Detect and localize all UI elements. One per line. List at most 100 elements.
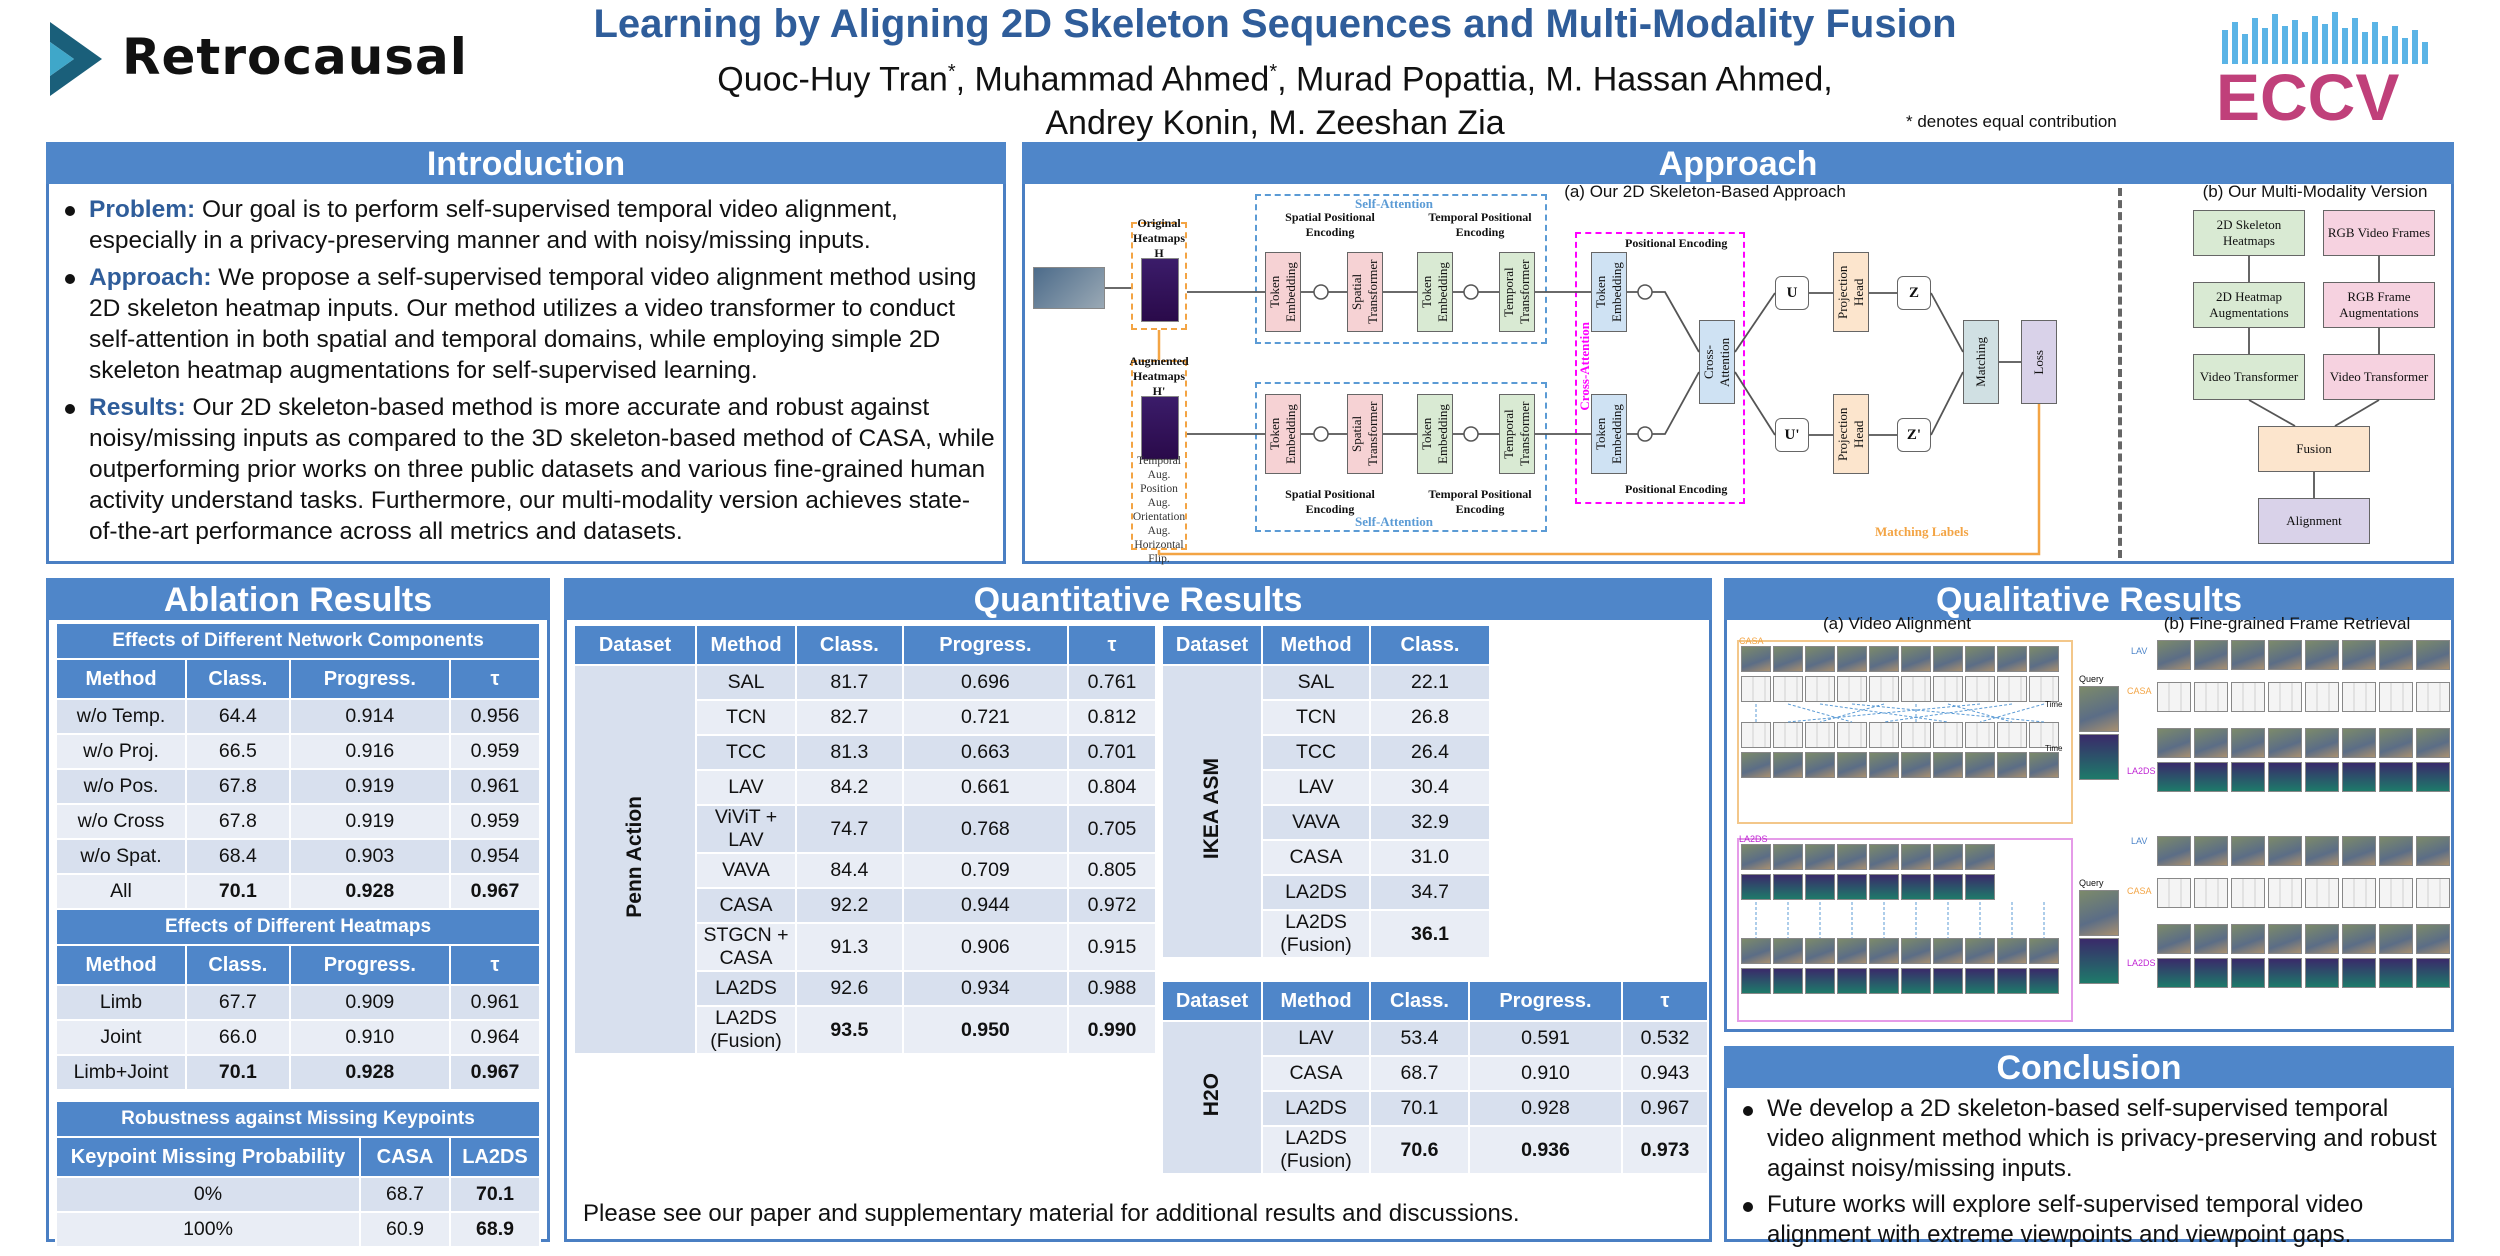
table-cell: LAV	[1261, 769, 1371, 806]
frame-thumbnail	[1869, 752, 1899, 778]
frame-thumbnail	[2416, 924, 2450, 954]
z-node: Z	[1897, 276, 1931, 310]
approach-connectors	[1105, 284, 2041, 556]
frame-thumbnail	[2268, 640, 2302, 670]
spatial-pe-label-bottom: Spatial Positional Encoding	[1285, 487, 1375, 516]
quantitative-panel: Quantitative Results Dataset Method Clas…	[564, 578, 1712, 1242]
frame-thumbnail	[2231, 640, 2265, 670]
table-cell: TCC	[1261, 734, 1371, 771]
col-method: Method	[1261, 980, 1371, 1022]
ablation-t3-title: Robustness against Missing Keypoints	[55, 1100, 541, 1138]
introduction-panel: Introduction Problem: Our goal is to per…	[46, 142, 1006, 564]
frame-thumbnail	[1965, 676, 1995, 702]
frame-thumbnail	[2379, 878, 2413, 908]
frame-thumbnail	[2342, 958, 2376, 988]
table-cell: 0.944	[901, 887, 1070, 924]
qual-label-la2ds-2: LA2DS	[2127, 958, 2156, 968]
token-embedding-3: Token Embedding	[1265, 394, 1301, 474]
table-cell: LA2DS (Fusion)	[1261, 909, 1371, 959]
frame-thumbnail	[2379, 682, 2413, 712]
self-attention-label-bottom: Self-Attention	[1355, 514, 1433, 529]
col-dataset: Dataset	[1161, 980, 1263, 1022]
temporal-pe-label-top: Temporal Positional Encoding	[1428, 210, 1532, 239]
table-cell: LAV	[1261, 1020, 1371, 1057]
table-cell: 0.903	[288, 838, 452, 875]
frame-thumbnail	[1933, 968, 1963, 994]
frame-thumbnail	[2416, 682, 2450, 712]
input-video-stack	[1033, 267, 1105, 309]
highlight-frame	[1737, 640, 2073, 824]
frame-thumbnail	[1965, 968, 1995, 994]
table-cell: 0.919	[288, 768, 452, 805]
frame-thumbnail	[1901, 752, 1931, 778]
token-embedding-1: Token Embedding	[1265, 252, 1301, 332]
ablation-table-heatmaps: Effects of Different Heatmaps Method Cla…	[55, 908, 541, 1091]
table-cell: 66.0	[185, 1019, 291, 1056]
frame-thumbnail	[2379, 836, 2413, 866]
table-cell: w/o Proj.	[55, 733, 187, 770]
frame-thumbnail	[2029, 968, 2059, 994]
table-cell: 0.919	[288, 803, 452, 840]
retrocausal-logo-icon	[50, 22, 102, 96]
self-attention-box-top	[1255, 194, 1547, 344]
matching-labels: Matching Labels	[1875, 524, 1969, 539]
table-cell: w/o Temp.	[55, 698, 187, 735]
col-tau: τ	[449, 658, 541, 700]
frame-thumbnail	[2231, 958, 2265, 988]
equal-contribution-note: * denotes equal contribution	[1906, 112, 2117, 131]
qual-label-la2ds: LA2DS	[1739, 834, 1768, 844]
frame-thumbnail	[2157, 640, 2191, 670]
table-cell: w/o Pos.	[55, 768, 187, 805]
frame-thumbnail	[2305, 682, 2339, 712]
qual-caption-b: (b) Fine-grained Frame Retrieval	[2163, 614, 2411, 633]
frame-thumbnail	[1933, 874, 1963, 900]
frame-thumbnail	[1741, 844, 1771, 870]
table-cell: SAL	[695, 664, 797, 701]
frame-thumbnail	[2416, 958, 2450, 988]
table-cell: Limb	[55, 984, 187, 1021]
frame-thumbnail	[1773, 844, 1803, 870]
table-cell: 0.721	[901, 699, 1070, 736]
svg-text:ECCV: ECCV	[2216, 60, 2399, 128]
table-cell: 0.663	[901, 734, 1070, 771]
frame-thumbnail	[2029, 646, 2059, 672]
frame-thumbnail	[2416, 762, 2450, 792]
augmented-heatmaps-image	[1141, 396, 1179, 460]
frame-thumbnail	[2157, 958, 2191, 988]
frame-thumbnail	[1965, 752, 1995, 778]
col-progress: Progress.	[901, 624, 1070, 666]
temporal-transformer-1: Temporal Transformer	[1499, 252, 1535, 332]
table-cell: 0.961	[449, 984, 541, 1021]
mm-skeleton-heatmaps: 2D Skeleton Heatmaps	[2193, 210, 2305, 256]
u-prime-node: U'	[1775, 418, 1809, 452]
introduction-heading: Introduction	[46, 142, 1006, 184]
table-cell: 0.959	[449, 803, 541, 840]
table-cell: 84.4	[795, 852, 904, 889]
frame-thumbnail	[2305, 924, 2339, 954]
frame-thumbnail	[1773, 646, 1803, 672]
frame-thumbnail	[1901, 938, 1931, 964]
frame-thumbnail	[2157, 728, 2191, 758]
frame-thumbnail	[1837, 752, 1867, 778]
frame-thumbnail	[2379, 762, 2413, 792]
table-cell: 0.909	[288, 984, 452, 1021]
frame-thumbnail	[2342, 640, 2376, 670]
token-embedding-5: Token Embedding	[1591, 252, 1627, 332]
table-cell: 0.661	[901, 769, 1070, 806]
spatial-transformer-2: Spatial Transformer	[1347, 394, 1383, 474]
original-heatmaps-box	[1131, 222, 1187, 330]
table-cell: 0.914	[288, 698, 452, 735]
table-cell: 0.967	[449, 873, 541, 910]
table-cell: 32.9	[1369, 804, 1491, 841]
frame-thumbnail	[1741, 938, 1771, 964]
frame-thumbnail	[1805, 844, 1835, 870]
frame-thumbnail	[2305, 728, 2339, 758]
table-cell: 70.1	[1369, 1090, 1470, 1127]
